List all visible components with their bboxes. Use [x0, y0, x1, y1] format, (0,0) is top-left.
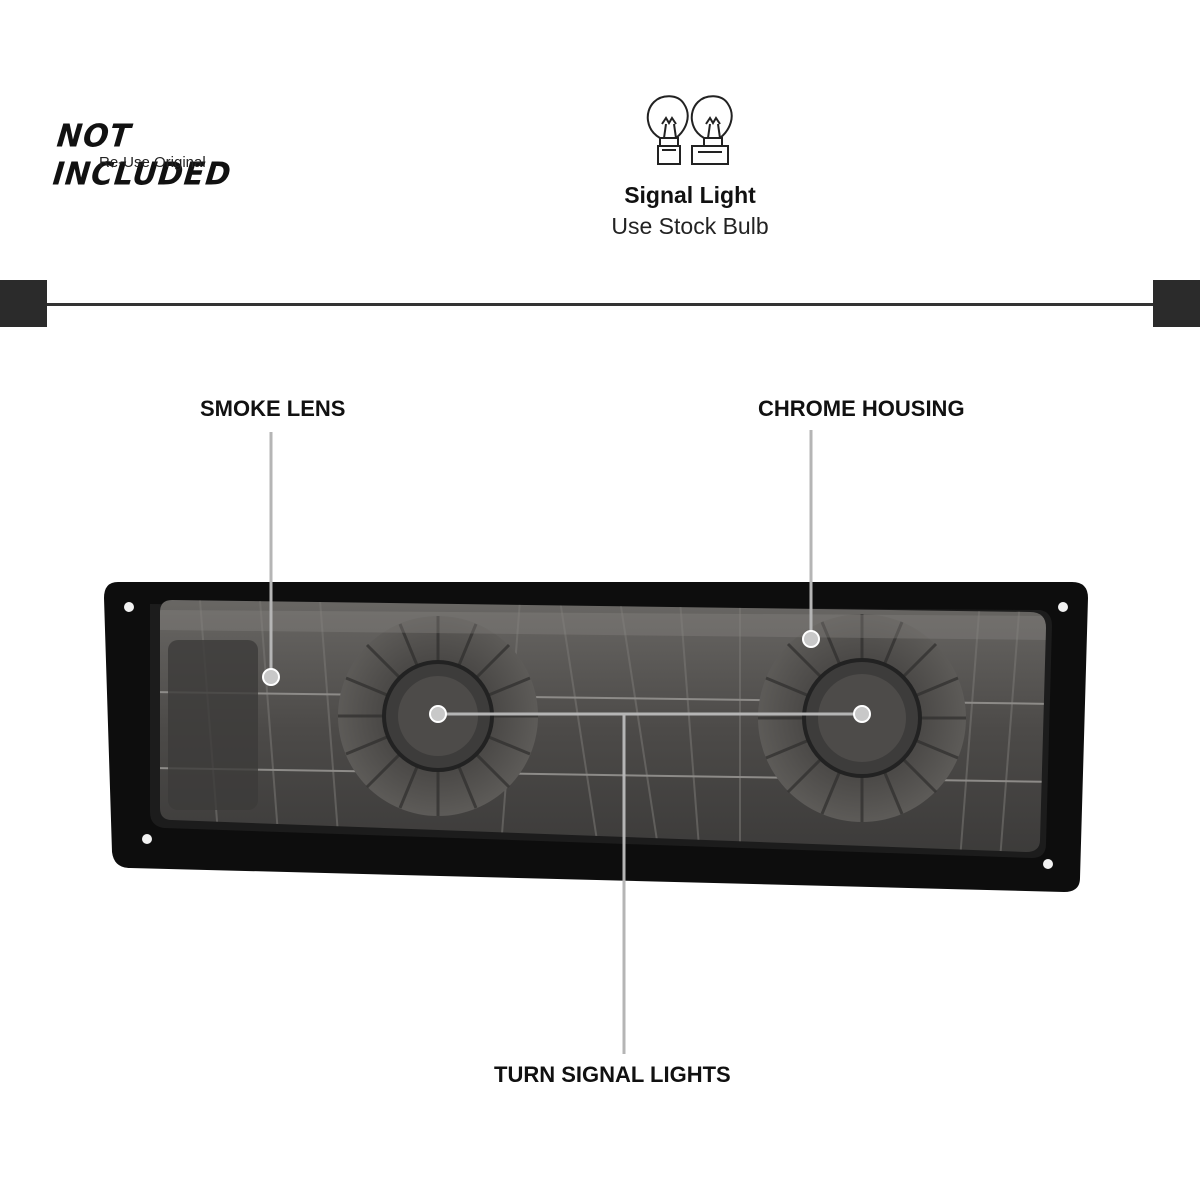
not-included-subtitle: Re-Use Original: [99, 154, 206, 171]
mounting-hole: [1043, 859, 1053, 869]
bulb-subtitle: Use Stock Bulb: [611, 213, 769, 239]
mounting-hole: [1058, 602, 1068, 612]
mounting-hole: [124, 602, 134, 612]
bulb-info: Signal Light Use Stock Bulb: [590, 92, 790, 240]
callout-chrome-housing: CHROME HOUSING: [758, 396, 965, 421]
section-divider: [47, 303, 1153, 306]
bulb-title: Signal Light: [624, 182, 756, 208]
light-bulb-pair-icon: [646, 95, 733, 165]
not-included-badge: NOT INCLUDED Re-Use Original: [51, 118, 295, 193]
callout-turn-signal-lights: TURN SIGNAL LIGHTS: [494, 1062, 731, 1087]
mounting-hole: [142, 834, 152, 844]
divider-tab-right: [1153, 280, 1200, 327]
divider-tab-left: [0, 280, 47, 327]
callout-smoke-lens: SMOKE LENS: [200, 396, 346, 421]
